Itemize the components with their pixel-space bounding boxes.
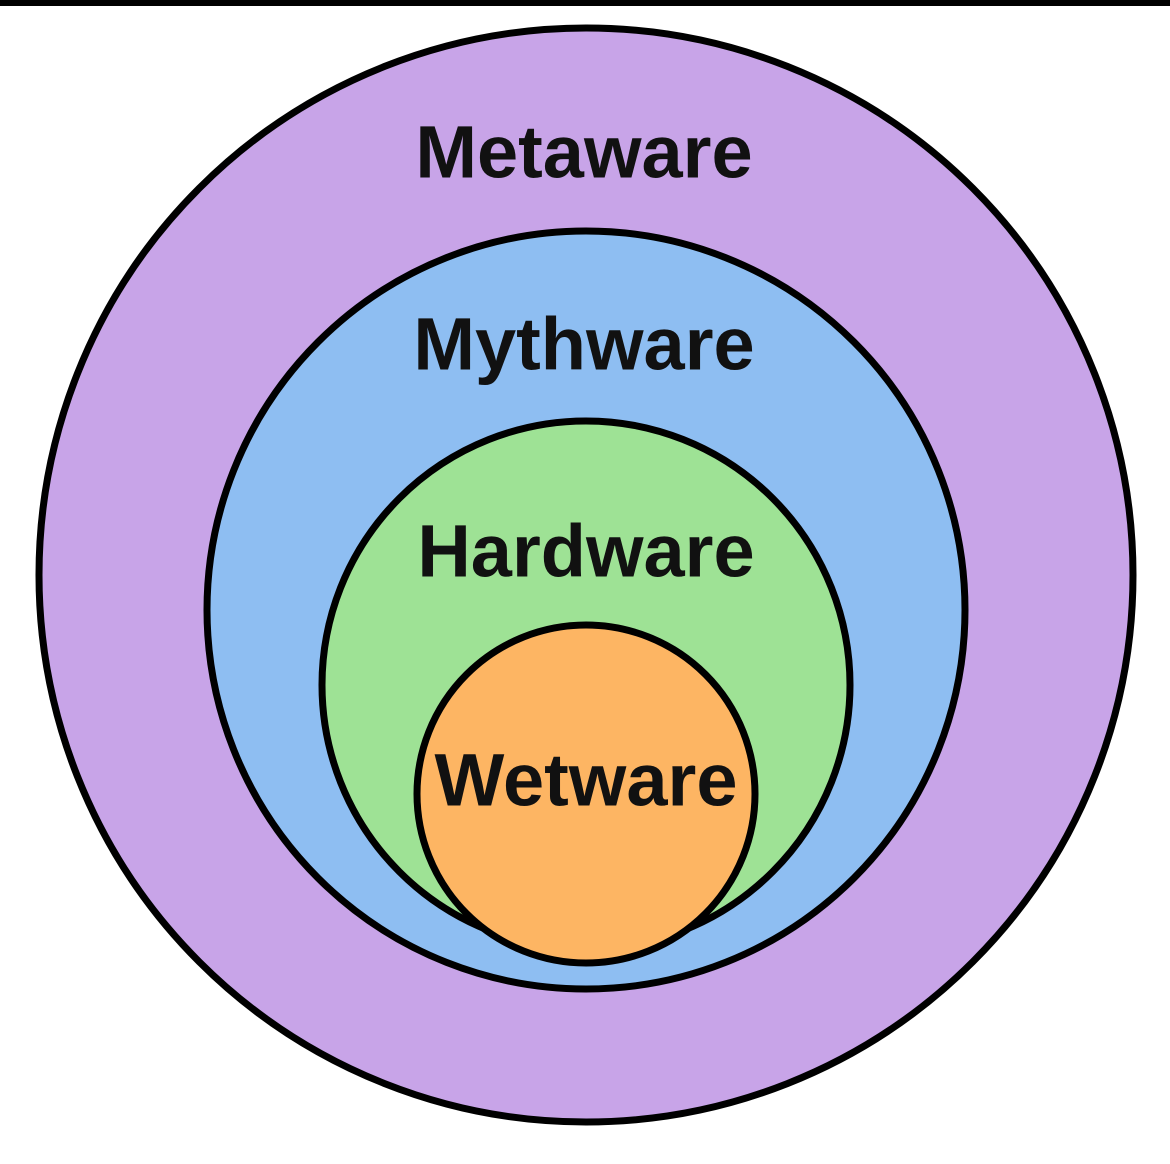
label-metaware: Metaware (415, 111, 752, 194)
label-wetware: Wetware (435, 739, 738, 822)
top-border-bar (0, 0, 1170, 6)
label-hardware: Hardware (417, 510, 754, 593)
label-mythware: Mythware (413, 303, 754, 386)
layer-wetware: Wetware (413, 621, 759, 967)
circle-wetware (413, 621, 759, 967)
